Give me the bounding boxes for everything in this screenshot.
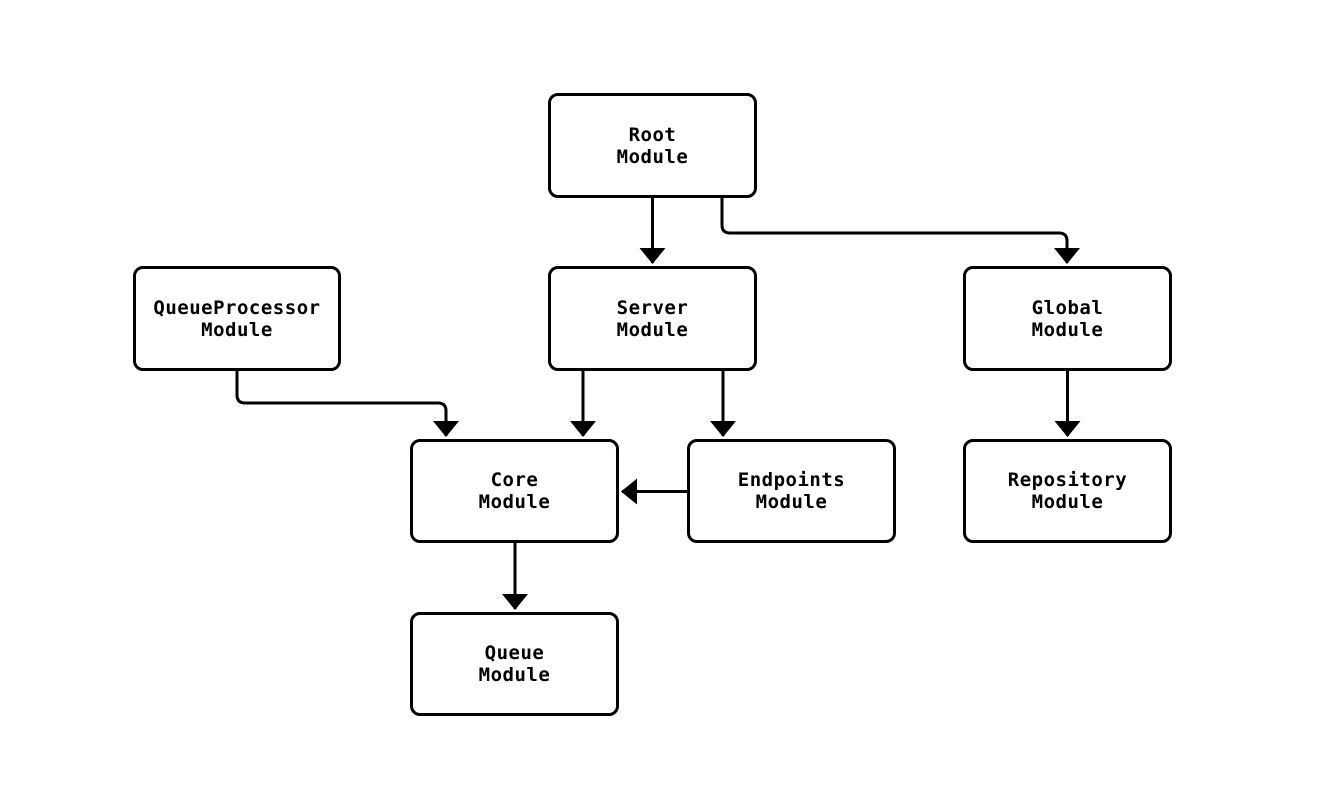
node-queueprocessor-label: QueueProcessor Module <box>153 296 321 341</box>
node-queue-module: Queue Module <box>410 612 619 716</box>
node-root-module: Root Module <box>548 93 757 198</box>
node-core-label: Core Module <box>478 469 551 513</box>
node-server-module: Server Module <box>548 266 757 371</box>
node-global-label: Global Module <box>1031 296 1104 341</box>
node-queue-label: Queue Module <box>478 642 551 686</box>
node-endpoints-label: Endpoints Module <box>737 469 846 513</box>
node-root-label: Root Module <box>616 123 689 168</box>
node-core-module: Core Module <box>410 439 619 543</box>
node-repository-module: Repository Module <box>963 439 1172 543</box>
node-queueprocessor-module: QueueProcessor Module <box>133 266 341 371</box>
node-global-module: Global Module <box>963 266 1172 371</box>
edge-queueprocessor-to-core <box>235 371 459 437</box>
node-endpoints-module: Endpoints Module <box>687 439 896 543</box>
edge-root-to-global <box>720 198 1080 264</box>
node-repository-label: Repository Module <box>1007 469 1128 513</box>
node-server-label: Server Module <box>616 296 689 341</box>
